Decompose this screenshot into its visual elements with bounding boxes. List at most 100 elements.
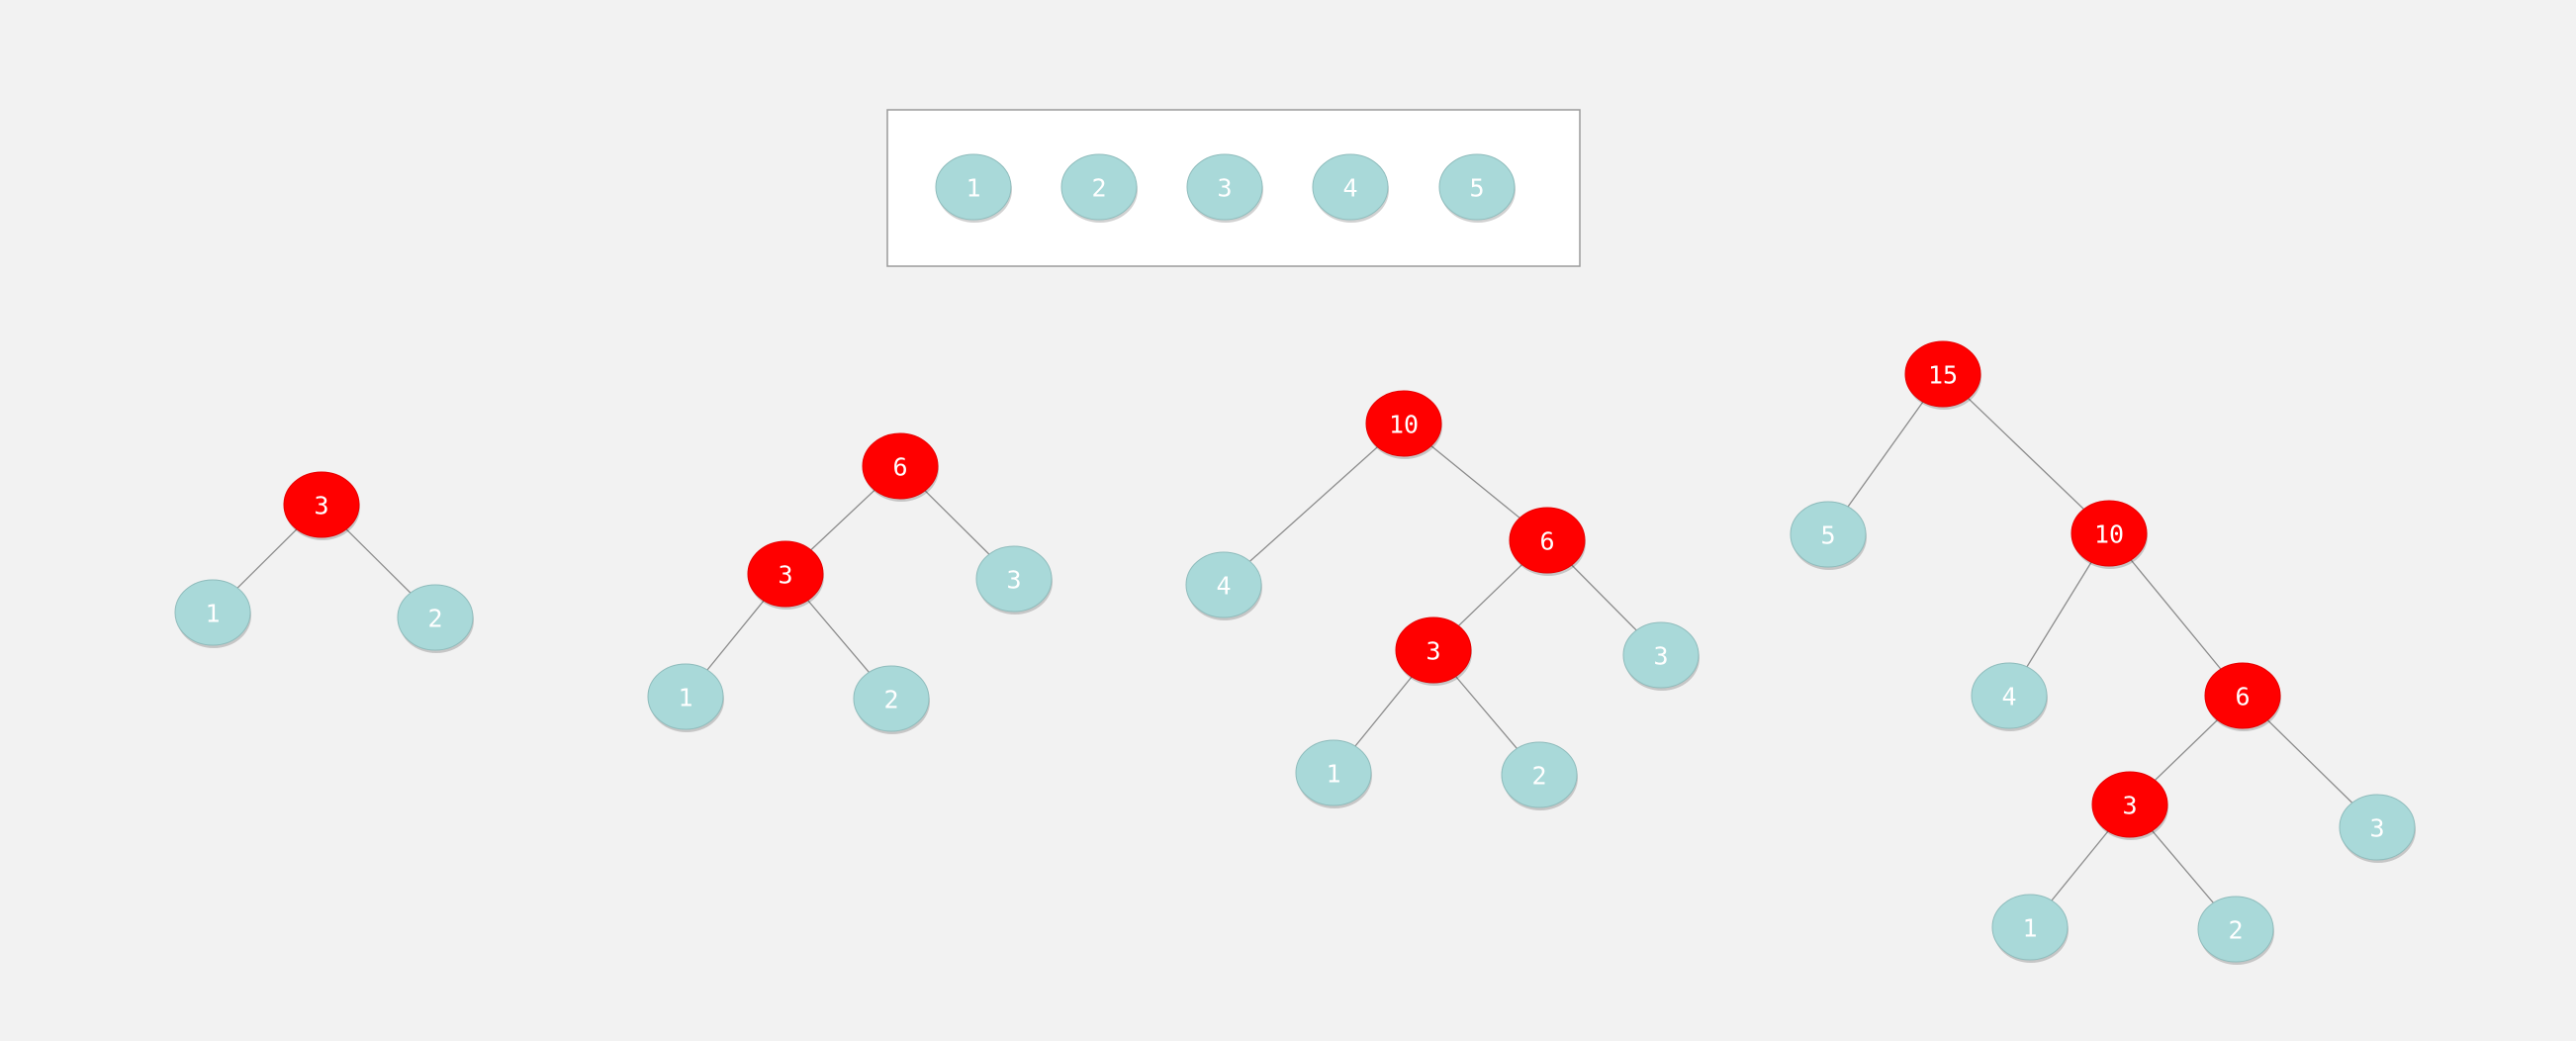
node-weight-label: 3 <box>2369 814 2384 843</box>
leaf-node-circle <box>975 545 1053 613</box>
node-weight-label: 6 <box>1539 527 1554 556</box>
input-weight-node: 5 <box>1438 153 1516 223</box>
internal-node: 6 <box>2204 662 2281 731</box>
leaf-node-circle <box>1622 621 1700 689</box>
tree-edges <box>685 465 1015 700</box>
leaf-node-circle <box>1060 153 1138 221</box>
tree-edge <box>1942 373 2110 534</box>
node-weight-label: 3 <box>1426 637 1440 666</box>
input-weight-node: 2 <box>1060 153 1138 223</box>
node-weight-label: 3 <box>778 561 792 590</box>
node-weight-label: 3 <box>1653 642 1668 671</box>
tree-edges <box>1223 423 1662 776</box>
internal-node-circle <box>862 432 939 500</box>
node-weight-label: 15 <box>1928 361 1958 390</box>
leaf-node: 3 <box>2339 794 2416 863</box>
leaf-node-circle <box>1501 741 1578 808</box>
leaf-node-circle <box>1185 551 1262 618</box>
node-weight-label: 1 <box>205 600 220 628</box>
internal-node: 3 <box>283 471 360 540</box>
leaf-node: 4 <box>1971 662 2048 731</box>
internal-node-circle <box>283 471 360 538</box>
internal-node-circle <box>2204 662 2281 729</box>
huffman-tree-step-1: 3 1 2 <box>174 471 474 653</box>
leaf-node: 1 <box>174 579 251 648</box>
node-weight-label: 2 <box>1531 762 1546 791</box>
leaf-node-circle <box>2197 896 2274 963</box>
leaf-node-circle <box>935 153 1012 221</box>
internal-node: 6 <box>1509 507 1586 576</box>
node-weight-label: 1 <box>966 174 980 203</box>
leaf-node-circle <box>174 579 251 646</box>
node-weight-label: 3 <box>314 492 328 520</box>
internal-node: 6 <box>862 432 939 502</box>
leaf-node: 3 <box>1622 621 1700 691</box>
node-weight-label: 4 <box>1216 572 1231 601</box>
node-weight-label: 10 <box>2094 520 2124 549</box>
internal-node: 3 <box>2091 771 2168 840</box>
leaf-node: 1 <box>1991 894 2069 963</box>
leaf-node-circle <box>1790 501 1867 568</box>
leaf-node-circle <box>647 663 724 730</box>
internal-node-circle <box>2070 500 2148 567</box>
internal-node-circle <box>1365 390 1442 457</box>
node-weight-label: 1 <box>1326 760 1340 789</box>
internal-node: 3 <box>747 540 824 610</box>
node-weight-label: 2 <box>1091 174 1106 203</box>
leaf-node: 2 <box>397 584 474 653</box>
tree-edge <box>1223 423 1405 586</box>
leaf-node-circle <box>397 584 474 651</box>
leaf-node-circle <box>1991 894 2069 961</box>
leaf-node: 4 <box>1185 551 1262 620</box>
huffman-tree-step-4: 15 5 10 4 6 3 3 1 2 <box>1790 340 2416 965</box>
node-weight-label: 1 <box>2022 914 2037 943</box>
node-weight-label: 1 <box>678 684 692 712</box>
internal-node-circle <box>2091 771 2168 838</box>
huffman-tree-step-2: 6 3 3 1 2 <box>647 432 1053 734</box>
internal-node-circle <box>1395 616 1472 684</box>
node-weight-label: 10 <box>1389 411 1419 439</box>
input-weight-node: 4 <box>1312 153 1389 223</box>
leaf-node: 1 <box>1295 739 1372 808</box>
input-weight-node: 3 <box>1186 153 1263 223</box>
node-weight-label: 3 <box>1217 174 1232 203</box>
leaf-node: 2 <box>1501 741 1578 810</box>
huffman-tree-step-3: 10 4 6 3 3 1 2 <box>1185 390 1700 810</box>
tree-edge <box>2108 532 2244 697</box>
huffman-trees: 3 1 2 6 3 3 1 2 10 4 6 3 3 1 2 15 5 10 4 6 3 3 1 2 <box>174 340 2416 965</box>
node-weight-label: 4 <box>2001 683 2016 711</box>
leaf-node-circle <box>1295 739 1372 806</box>
node-weight-label: 6 <box>2235 683 2250 711</box>
leaf-node: 3 <box>975 545 1053 615</box>
leaf-node: 2 <box>2197 896 2274 965</box>
node-weight-label: 3 <box>1006 566 1021 595</box>
leaf-node-circle <box>1186 153 1263 221</box>
leaf-node-circle <box>2339 794 2416 861</box>
internal-node: 15 <box>1904 340 1981 410</box>
internal-node: 10 <box>1365 390 1442 459</box>
internal-node: 10 <box>2070 500 2148 569</box>
leaf-node-circle <box>1971 662 2048 729</box>
internal-node-circle <box>1509 507 1586 574</box>
node-weight-label: 5 <box>1469 174 1484 203</box>
leaf-node-circle <box>853 665 930 732</box>
leaf-node: 5 <box>1790 501 1867 570</box>
leaf-node: 1 <box>647 663 724 732</box>
internal-node-circle <box>747 540 824 608</box>
input-weights-box: 1 2 3 4 5 <box>886 109 1581 267</box>
leaf-node-circle <box>1312 153 1389 221</box>
node-weight-label: 2 <box>427 605 442 633</box>
internal-node: 3 <box>1395 616 1472 686</box>
node-weight-label: 3 <box>2122 792 2137 820</box>
tree-edges <box>1827 373 2378 930</box>
leaf-node-circle <box>1438 153 1516 221</box>
node-weight-label: 4 <box>1342 174 1357 203</box>
node-weight-label: 2 <box>883 686 898 714</box>
input-weight-node: 1 <box>935 153 1012 223</box>
leaf-node: 2 <box>853 665 930 734</box>
node-weight-label: 5 <box>1820 521 1835 550</box>
node-weight-label: 6 <box>892 453 907 482</box>
internal-node-circle <box>1904 340 1981 408</box>
node-weight-label: 2 <box>2228 916 2243 945</box>
